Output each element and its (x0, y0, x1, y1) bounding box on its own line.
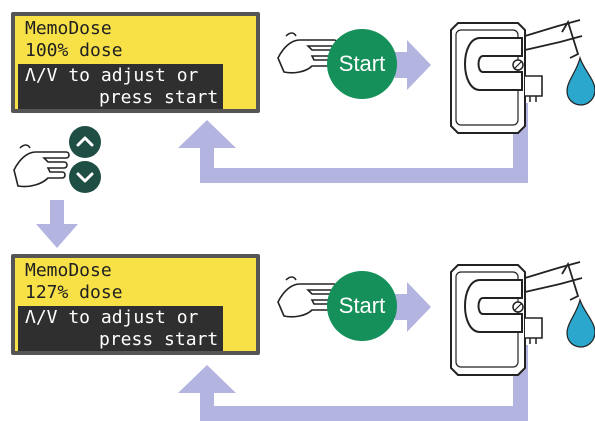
arrow-down-between-panels (36, 200, 78, 248)
lcd-display: MemoDose 127% dose Λ/V to adjust or pres… (11, 254, 260, 355)
display-instruction-highlight (18, 306, 223, 351)
arrow-to-pump-bottom (395, 282, 431, 332)
up-button[interactable] (69, 126, 101, 158)
down-button[interactable] (69, 161, 101, 193)
start-button[interactable]: Start (327, 271, 397, 341)
dosing-pump-icon (450, 19, 595, 134)
display-instruction-line2: press start (99, 329, 219, 350)
water-drop-icon (566, 55, 595, 106)
display-title: MemoDose (25, 18, 112, 39)
display-dose-value: 127% dose (25, 282, 123, 303)
display-instruction-highlight (18, 64, 223, 109)
chevron-down-icon (76, 172, 94, 183)
display-instruction-line1: Λ/V to adjust or (25, 307, 199, 328)
start-button[interactable]: Start (327, 29, 397, 99)
display-dose-value: 100% dose (25, 40, 123, 61)
return-arrow-bottom (178, 345, 528, 421)
lcd-display: MemoDose 100% dose Λ/V to adjust or pres… (11, 12, 260, 113)
chevron-up-icon (76, 136, 94, 147)
water-drop-icon (566, 297, 595, 348)
return-arrow-top (178, 103, 528, 183)
dosing-pump-icon (450, 261, 595, 376)
pointing-hand-icon (13, 144, 70, 188)
arrow-to-pump-top (395, 40, 431, 90)
display-instruction-line2: press start (99, 87, 219, 108)
display-title: MemoDose (25, 260, 112, 281)
display-instruction-line1: Λ/V to adjust or (25, 65, 199, 86)
